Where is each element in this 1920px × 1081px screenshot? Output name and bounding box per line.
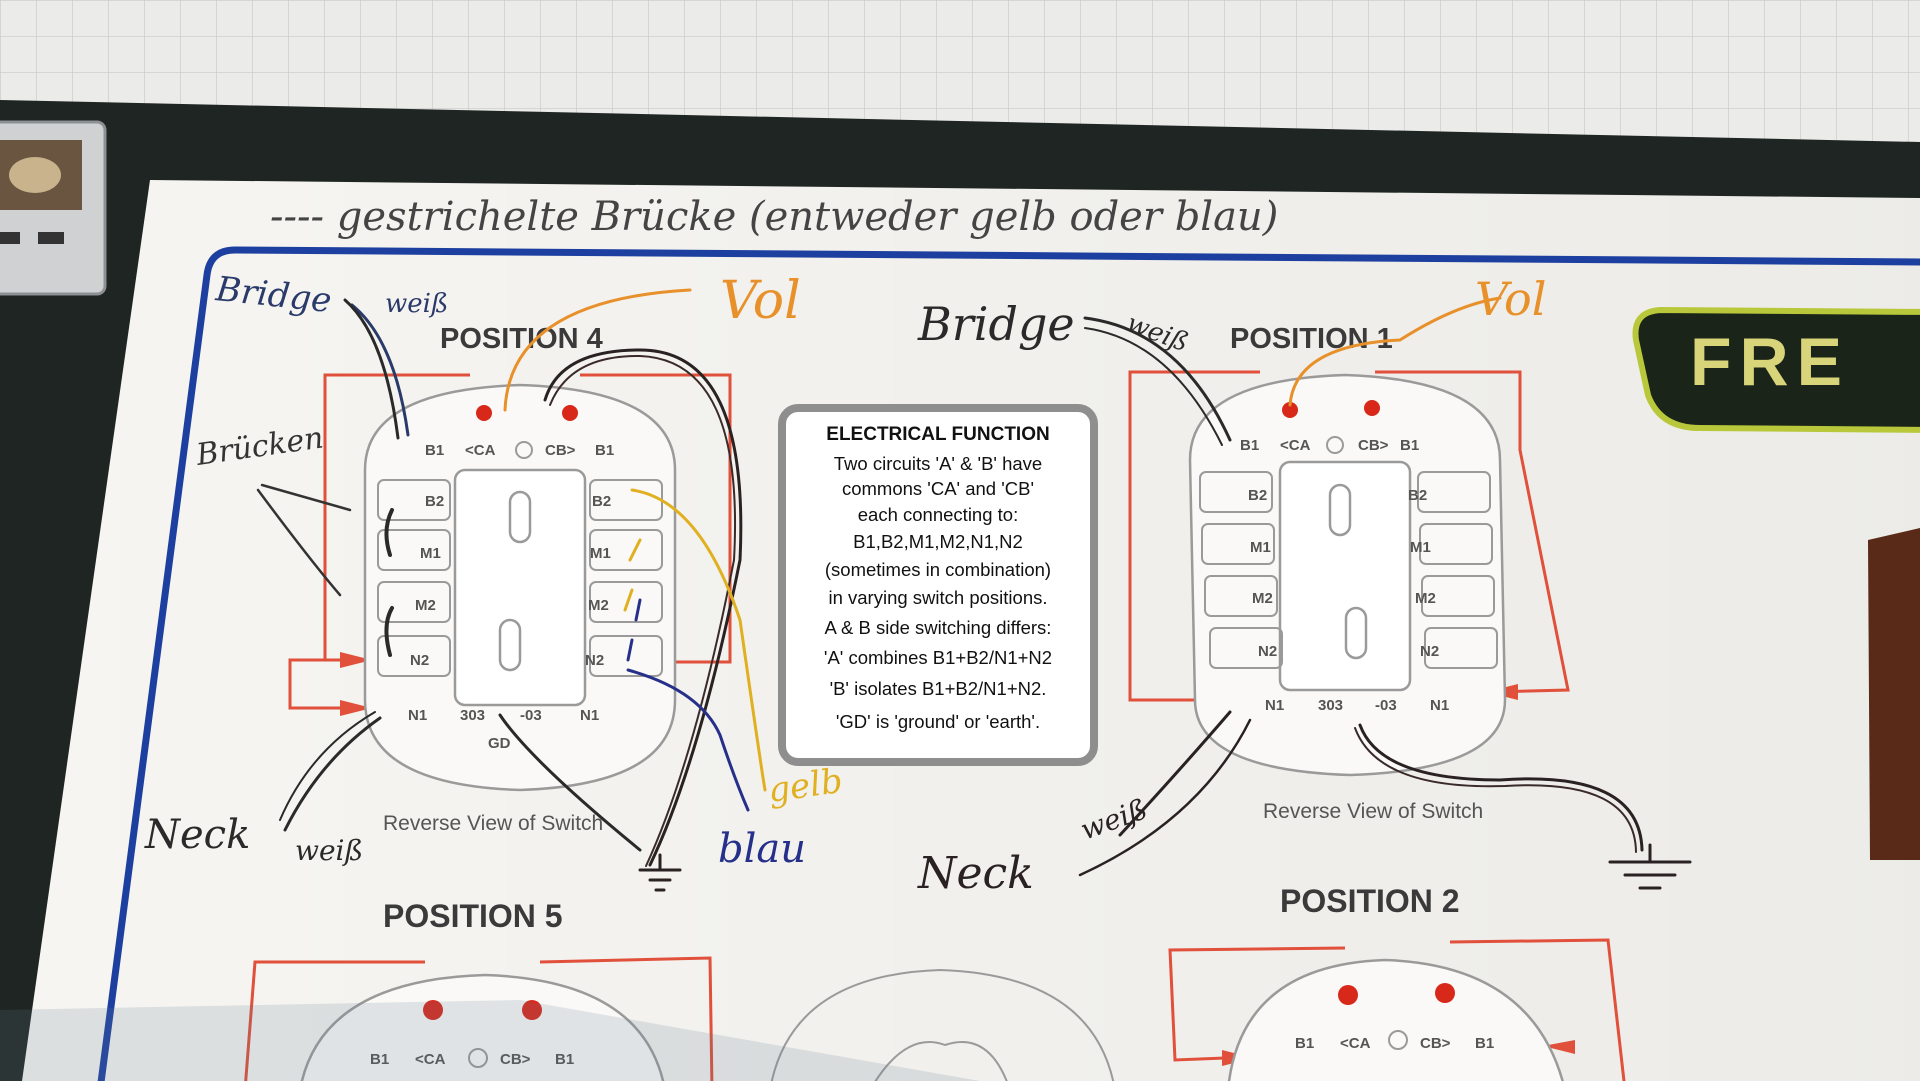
- red-terminal-ca: [1282, 402, 1298, 418]
- slot-ca: <CA: [465, 442, 496, 459]
- slot-gd: GD: [488, 735, 511, 752]
- slot-n1-left: N1: [1265, 697, 1284, 714]
- slot-n2-right: N2: [1420, 643, 1439, 660]
- shadow: [0, 1000, 980, 1081]
- slot-n1-right: N1: [580, 707, 599, 724]
- note-neck-pos1: Neck: [917, 848, 1034, 899]
- slot-b1-right: B1: [1400, 437, 1419, 454]
- slot-n2-left: N2: [410, 652, 429, 669]
- slot-b1-right: B1: [1475, 1035, 1494, 1052]
- slot-b1-right: B1: [555, 1051, 574, 1068]
- brown-block: [1868, 528, 1920, 860]
- note-weiss-top-pos4: weiß: [385, 289, 448, 319]
- slot-03: -03: [520, 707, 542, 724]
- slot-cb: CB>: [1420, 1035, 1451, 1052]
- info-line: in varying switch positions.: [828, 587, 1047, 608]
- slot-m2-right: M2: [1415, 590, 1436, 607]
- note-blau: blau: [718, 826, 806, 872]
- blue-frame: [97, 246, 1920, 1081]
- slot-b2-left: B2: [1248, 487, 1267, 504]
- slot-b1-left: B1: [1240, 437, 1259, 454]
- slot-n2-right: N2: [585, 652, 604, 669]
- electrical-function-title: ELECTRICAL FUNCTION: [826, 424, 1049, 445]
- slot-m1-right: M1: [590, 545, 611, 562]
- note-weiss-bottom-pos4: weiß: [295, 834, 363, 867]
- red-terminal-ca: [423, 1000, 443, 1020]
- info-line: commons 'CA' and 'CB': [842, 478, 1034, 499]
- slot-03: -03: [1375, 697, 1397, 714]
- center-oval: [770, 968, 1115, 1081]
- position-4-title: POSITION 4: [440, 323, 603, 355]
- slot-303: 303: [1318, 697, 1343, 714]
- brand-logo: FRE: [1632, 306, 1920, 433]
- position-1-diagram: POSITION 1 B1 <CA CB> B1 B2 M1 M2 N2 B2: [917, 272, 1692, 899]
- note-vol-pos4: Vol: [720, 271, 801, 331]
- note-vol-pos1: Vol: [1475, 272, 1546, 326]
- note-bridge-pos1: Bridge: [917, 297, 1075, 351]
- info-line: 'GD' is 'ground' or 'earth'.: [836, 711, 1040, 732]
- thumbnail-card: [0, 120, 107, 296]
- slot-303: 303: [460, 707, 485, 724]
- slot-b1-right: B1: [595, 442, 614, 459]
- position-5-diagram: POSITION 5 B1 <CA CB> B1: [244, 898, 714, 1081]
- slot-cb: CB>: [545, 442, 576, 459]
- note-neck-pos4: Neck: [144, 812, 250, 858]
- slot-b2-left: B2: [425, 493, 444, 510]
- electrical-function-box: ELECTRICAL FUNCTION Two circuits 'A' & '…: [778, 404, 1098, 766]
- position-4-diagram: POSITION 4 B1 <CA CB> B1 B2 M1: [144, 269, 845, 892]
- info-line: 'A' combines B1+B2/N1+N2: [824, 647, 1052, 668]
- red-terminal-cb: [1364, 400, 1380, 416]
- position-1-title: POSITION 1: [1230, 323, 1393, 355]
- slot-m1-left: M1: [1250, 539, 1271, 556]
- slot-m1-left: M1: [420, 545, 441, 562]
- slot-cb: CB>: [1358, 437, 1389, 454]
- slot-b1-left: B1: [1295, 1035, 1314, 1052]
- position-4-caption: Reverse View of Switch: [383, 812, 603, 835]
- red-terminal-ca: [476, 405, 492, 421]
- brand-logo-text: FRE: [1690, 324, 1850, 400]
- red-terminal-cb: [522, 1000, 542, 1020]
- red-terminal-ca: [1338, 985, 1358, 1005]
- slot-b1-left: B1: [425, 442, 444, 459]
- slot-b2-right: B2: [592, 493, 611, 510]
- slot-n2-left: N2: [1258, 643, 1277, 660]
- position-2-diagram: POSITION 2 B1 <CA CB> B1: [1168, 883, 1626, 1081]
- header-note: ---- gestrichelte Brücke (entweder gelb …: [270, 194, 1278, 240]
- red-terminal-cb: [1435, 983, 1455, 1003]
- slot-ca: <CA: [1340, 1035, 1371, 1052]
- slot-ca: <CA: [415, 1051, 446, 1068]
- info-line: Two circuits 'A' & 'B' have: [834, 453, 1042, 474]
- slot-ca: <CA: [1280, 437, 1311, 454]
- position-1-caption: Reverse View of Switch: [1263, 800, 1483, 823]
- info-line: B1,B2,M1,M2,N1,N2: [853, 531, 1023, 552]
- slot-cb: CB>: [500, 1051, 531, 1068]
- info-line: each connecting to:: [858, 504, 1018, 525]
- slot-m2-right: M2: [588, 597, 609, 614]
- position-5-title: POSITION 5: [383, 898, 563, 934]
- slot-m2-left: M2: [1252, 590, 1273, 607]
- info-line: A & B side switching differs:: [825, 617, 1052, 638]
- slot-n1-right: N1: [1430, 697, 1449, 714]
- slot-b1-left: B1: [370, 1051, 389, 1068]
- position-2-title: POSITION 2: [1280, 883, 1460, 919]
- slot-m1-right: M1: [1410, 539, 1431, 556]
- slot-n1-left: N1: [408, 707, 427, 724]
- slot-m2-left: M2: [415, 597, 436, 614]
- info-line: (sometimes in combination): [825, 559, 1051, 580]
- slot-b2-right: B2: [1408, 487, 1427, 504]
- info-line: 'B' isolates B1+B2/N1+N2.: [830, 678, 1047, 699]
- red-terminal-cb: [562, 405, 578, 421]
